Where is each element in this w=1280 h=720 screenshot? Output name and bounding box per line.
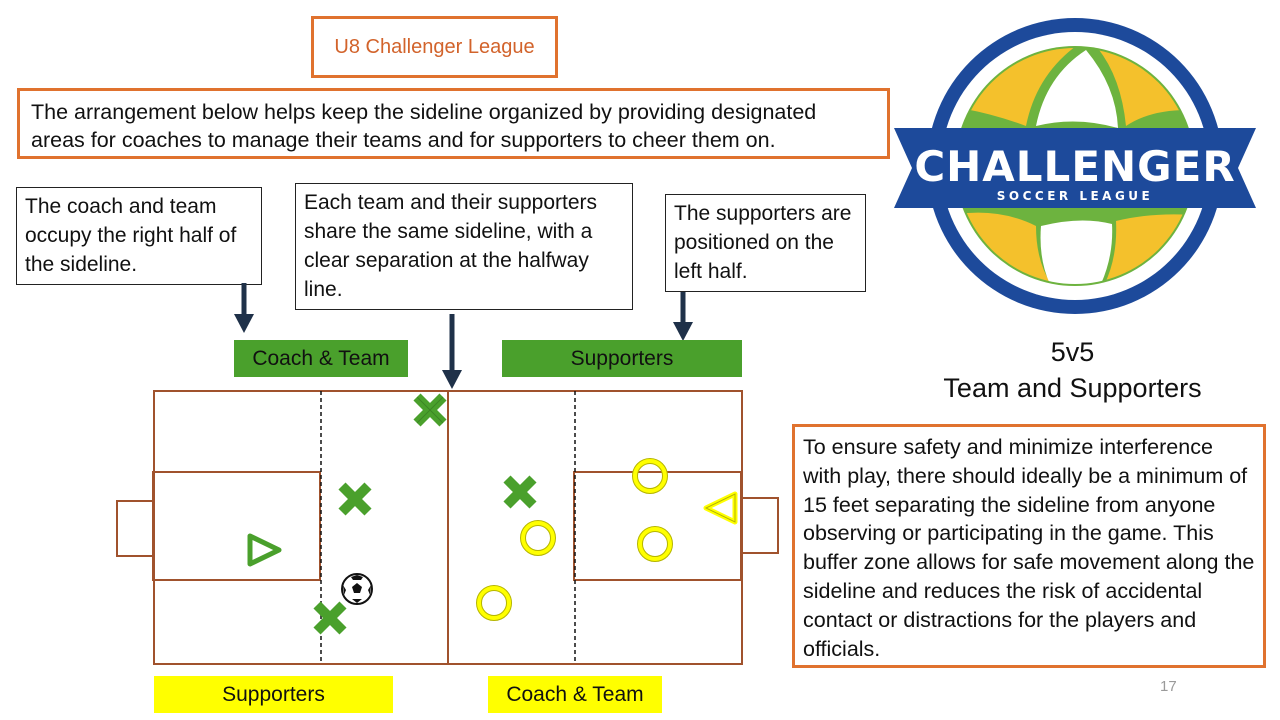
logo-subtitle: SOCCER LEAGUE [997,189,1154,203]
format-line-2: Team and Supporters [943,373,1202,403]
yellow-player-circle-icon [637,526,673,562]
challenger-logo: CHALLENGER SOCCER LEAGUE [894,18,1256,314]
logo-name: CHALLENGER [914,142,1235,191]
yellow-goalkeeper-triangle-icon [703,491,738,525]
left-goal [116,500,154,557]
green-player-x-icon [313,601,347,635]
right-goal [741,497,779,554]
arrow-coach-team [234,283,254,333]
supporters-area-label: Supporters [502,340,742,377]
soccer-ball-icon [341,573,373,605]
green-player-x-icon [338,482,372,516]
safety-note: To ensure safety and minimize interferen… [792,424,1266,668]
coach-team-area-label: Coach & Team [488,676,662,713]
page-title: U8 Challenger League [311,16,558,78]
yellow-player-circle-icon [520,520,556,556]
green-player-x-icon [503,475,537,509]
intro-text: The arrangement below helps keep the sid… [17,88,890,159]
left-penalty-box [152,471,321,581]
page-number: 17 [1160,678,1177,695]
arrow-supporters [673,292,693,341]
format-heading: 5v5 Team and Supporters [900,334,1245,406]
green-goalkeeper-triangle-icon [247,533,282,567]
yellow-player-circle-icon [632,458,668,494]
format-line-1: 5v5 [1050,337,1095,367]
supporters-area-label: Supporters [154,676,393,713]
yellow-player-circle-icon [476,585,512,621]
callout-coach-team: The coach and team occupy the right half… [16,187,262,285]
coach-team-area-label: Coach & Team [234,340,408,377]
callout-separation: Each team and their supporters share the… [295,183,633,310]
callout-supporters: The supporters are positioned on the lef… [665,194,866,292]
arrow-halfway [442,314,462,389]
